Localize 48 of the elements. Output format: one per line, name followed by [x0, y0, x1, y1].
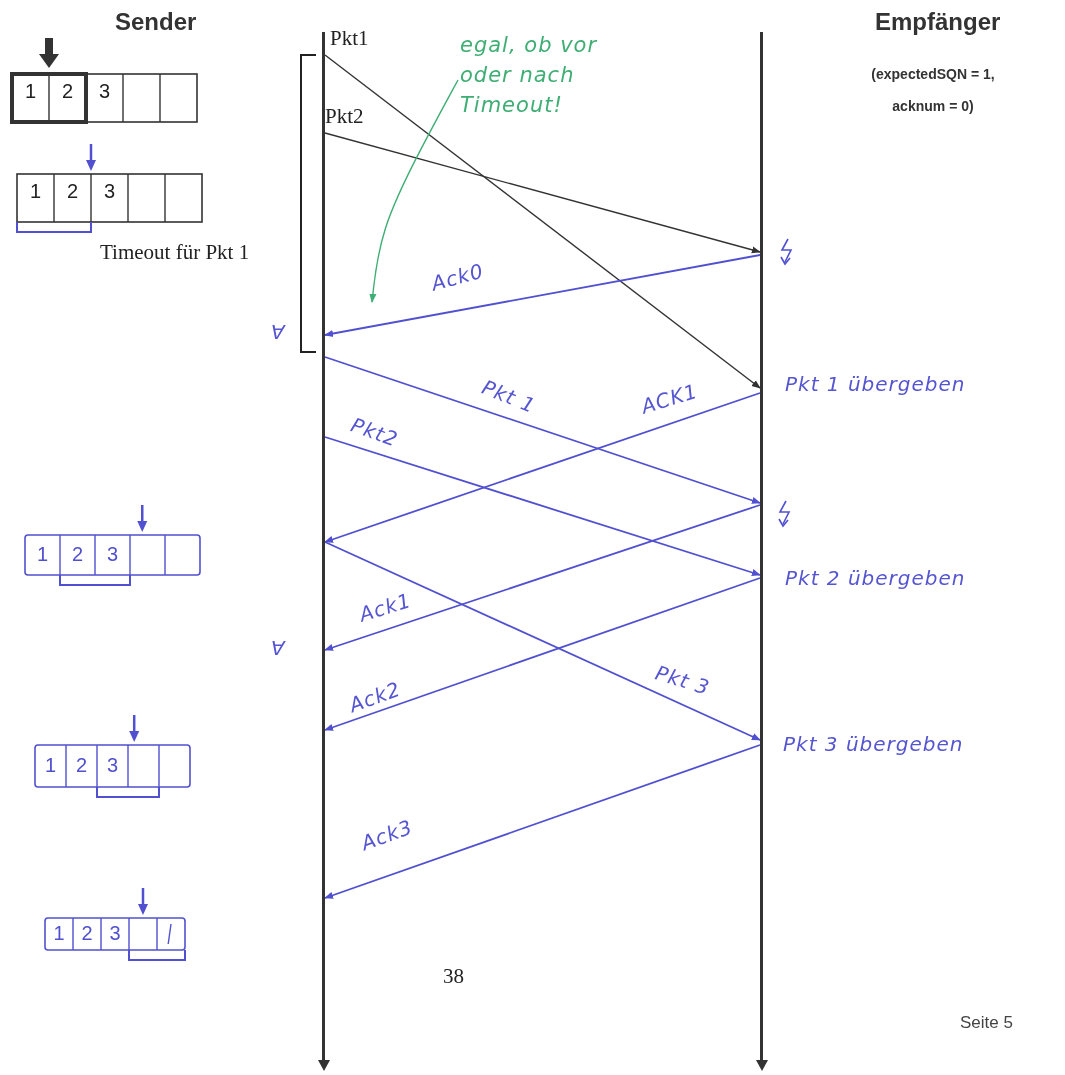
sequence-number: 3 — [105, 543, 120, 566]
message-arrow — [324, 54, 761, 389]
edge-label: Ack0 — [428, 258, 487, 296]
sequence-number: 1 — [35, 543, 50, 566]
message-arrow — [324, 254, 761, 338]
sequence-number: 1 — [23, 80, 38, 103]
sequence-number: 2 — [74, 754, 89, 777]
message-arrow — [324, 744, 761, 899]
sequence-number: 3 — [102, 180, 117, 203]
message-arrow — [324, 436, 761, 576]
message-arrow — [324, 356, 761, 504]
message-arrow — [324, 504, 761, 651]
timeout-label: Timeout für Pkt 1 — [100, 240, 250, 265]
page-number: 38 — [443, 964, 464, 989]
receiver-heading: Empfänger — [875, 8, 1001, 36]
sequence-number: 1 — [52, 922, 66, 945]
edge-label: Pkt 1 — [478, 374, 540, 418]
edge-label: Ack3 — [357, 814, 416, 856]
edge-label: Ack2 — [345, 676, 404, 718]
sender-heading: Sender — [115, 8, 197, 36]
edge-label: Pkt2 — [325, 104, 364, 129]
sequence-number: 2 — [80, 922, 94, 945]
delivery-note: Pkt 3 übergeben — [783, 732, 964, 756]
note-text: egal, ob vor oder nach Timeout! — [460, 30, 635, 130]
edge-label: Pkt2 — [347, 412, 402, 452]
sequence-number: 2 — [65, 180, 80, 203]
sequence-number: 1 — [28, 180, 43, 203]
delivery-note: Pkt 1 übergeben — [785, 372, 966, 396]
edge-label: Pkt 3 — [652, 660, 713, 700]
edge-label: Ack1 — [356, 588, 415, 627]
sequence-number: 3 — [105, 754, 120, 777]
page-label: Seite 5 — [960, 1013, 1013, 1033]
sequence-number: 1 — [43, 754, 58, 777]
message-arrow — [324, 541, 761, 741]
handwritten-mark: A — [270, 636, 285, 660]
delivery-note: Pkt 2 übergeben — [785, 566, 966, 590]
sequence-number: 3 — [97, 80, 112, 103]
sequence-number: 3 — [108, 922, 122, 945]
message-arrow — [324, 132, 761, 254]
edge-label: Pkt1 — [330, 26, 369, 51]
edge-label: ACK1 — [638, 378, 701, 419]
receiver-state: (expectedSQN = 1, acknum = 0) — [870, 65, 996, 116]
sequence-number: 2 — [70, 543, 85, 566]
message-arrow — [324, 392, 761, 543]
message-arrow — [324, 577, 761, 731]
handwritten-mark: A — [270, 320, 285, 344]
sequence-number: 2 — [60, 80, 75, 103]
leader-arrow — [369, 79, 459, 303]
